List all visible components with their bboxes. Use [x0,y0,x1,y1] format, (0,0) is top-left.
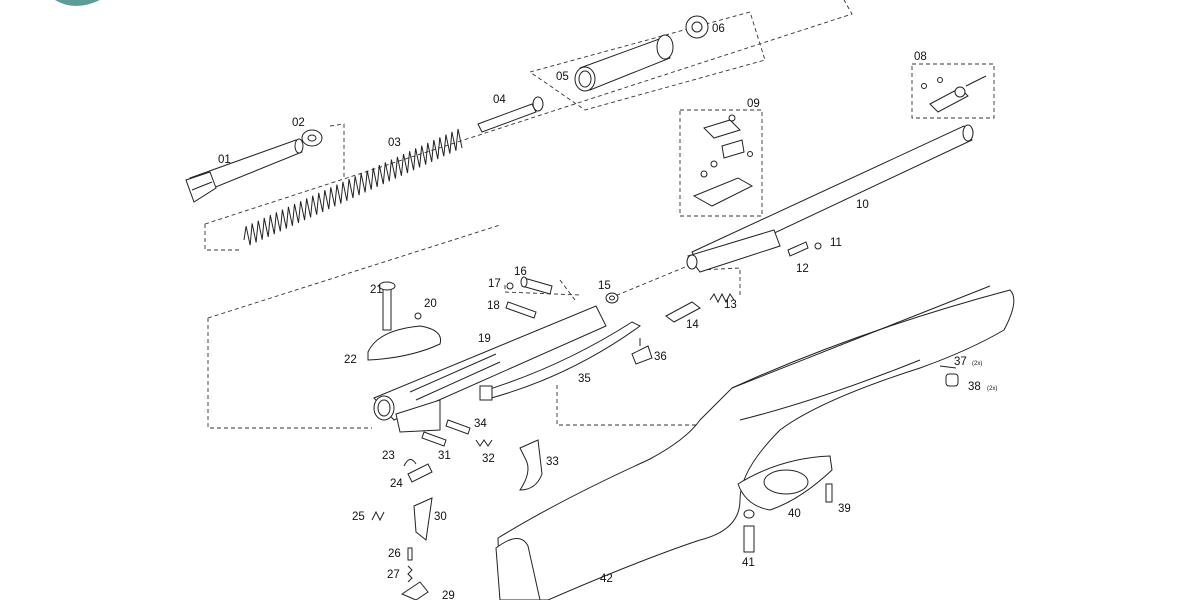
part-label-33: 33 [546,456,559,468]
part-label-37: 37 [954,356,967,368]
part-label-23: 23 [382,450,395,462]
part-27-spring [407,565,413,583]
part-label-20: 20 [424,298,437,310]
part-label-36: 36 [654,351,667,363]
part-24-lever [407,463,433,483]
part-label-02: 02 [292,117,305,129]
part-35-rail [479,321,641,401]
part-36-hook [631,338,653,365]
part-12-pin [787,241,809,257]
quantity-note-38: (2x) [987,386,997,392]
part-06-seal [685,15,709,39]
part-label-14: 14 [686,319,699,331]
part-38-nut [945,373,959,387]
part-11-screw [814,242,822,250]
quantity-note-37: (2x) [972,361,982,367]
part-39-screw [825,483,833,503]
part-label-06: 06 [712,23,725,35]
part-label-29: 29 [442,590,455,600]
part-label-08: 08 [914,51,927,63]
part-label-10: 10 [856,199,869,211]
part-label-12: 12 [796,263,809,275]
part-label-22: 22 [344,354,357,366]
part-label-38: 38 [968,381,981,393]
part-label-31: 31 [438,450,451,462]
part-20-screw [414,312,422,320]
part-15-washer [605,292,619,304]
part-17-screw [506,282,514,290]
part-label-26: 26 [388,548,401,560]
part-label-24: 24 [390,478,403,490]
part-label-21: 21 [370,284,383,296]
part-22-cap [367,325,442,361]
part-30-sear [413,497,433,541]
part-29-safety [400,581,429,601]
part-label-18: 18 [487,300,500,312]
part-label-32: 32 [482,453,495,465]
part-03-mainspring [243,128,463,246]
part-26-pin [407,547,413,561]
part-01-shaft [185,138,304,203]
part-40-trigger-guard [737,455,833,511]
part-14-latch [665,301,701,323]
part-37-screw [939,365,957,369]
part-label-11: 11 [830,237,842,249]
part-label-09: 09 [747,98,760,110]
part-label-16: 16 [514,266,527,278]
quantity-notes: (2x) (2x) [972,361,997,392]
part-label-17: 17 [488,278,501,290]
part-label-40: 40 [788,508,801,520]
part-10-barrel [686,124,974,273]
part-34-pin [445,419,471,435]
part-label-34: 34 [474,418,487,430]
part-label-41: 41 [742,557,755,569]
part-label-05: 05 [556,71,569,83]
part-label-04: 04 [493,94,506,106]
part-label-42: 42 [600,573,613,585]
part-04-guide-rod [477,96,544,133]
part-label-15: 15 [598,280,611,292]
part-label-19: 19 [478,333,491,345]
part-label-25: 25 [352,511,365,523]
part-19-receiver [373,305,607,433]
part-21-bolt [378,281,396,331]
part-18-pin [505,301,537,319]
part-02-washer [301,129,323,147]
part-41-bolt [743,509,755,553]
part-32-spring [475,439,493,447]
part-05-cylinder [574,34,674,92]
logo-fragment [55,0,100,6]
part-label-03: 03 [388,137,401,149]
part-09-rear-sight [692,114,754,207]
part-13-spring [709,292,735,304]
part-16-bolt [520,276,553,295]
part-label-30: 30 [434,511,447,523]
part-23-spring [403,459,417,467]
part-08-front-sight [921,75,987,113]
part-42-stock [495,285,1015,601]
part-label-27: 27 [387,569,400,581]
part-25-spring [371,510,385,522]
part-31-pin [421,431,447,447]
part-label-13: 13 [724,299,737,311]
part-33-trigger [519,439,543,491]
part-label-39: 39 [838,503,851,515]
part-label-01: 01 [218,154,231,166]
part-labels: 01 02 03 04 05 06 08 09 10 11 12 13 14 15 16 17 18 19 20 21… [218,23,981,602]
part-label-35: 35 [578,373,591,385]
